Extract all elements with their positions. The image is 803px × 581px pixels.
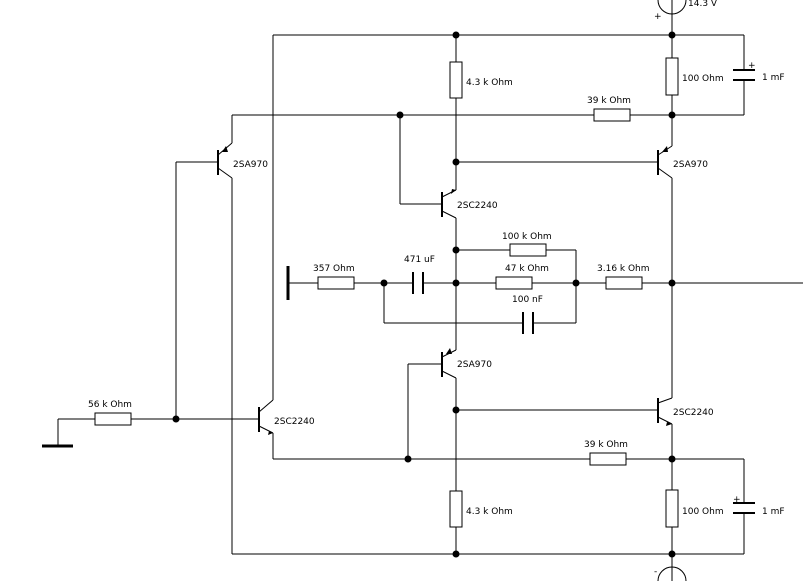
capacitor-top-label: 1 mF: [762, 73, 785, 83]
supply-negative: -: [654, 566, 687, 581]
capacitor-top-1mf: + 1 mF: [733, 61, 785, 83]
capacitor-100nf-label: 100 nF: [512, 295, 543, 305]
supply-negative-sign: -: [654, 567, 657, 577]
resistor-357: 357 Ohm: [313, 264, 355, 290]
resistor-bottom-100-label: 100 Ohm: [682, 507, 724, 517]
capacitor-bottom-polarity: +: [733, 495, 741, 505]
resistor-bottom-4k3: 4.3 k Ohm: [449, 490, 513, 528]
transistor-left-bottom-2sc2240: 2SC2240: [258, 399, 315, 435]
capacitor-bottom-1mf: + 1 mF: [733, 495, 785, 517]
capacitor-471uf-label: 471 uF: [404, 255, 435, 265]
transistor-right-bottom-label: 2SC2240: [673, 408, 714, 418]
resistor-bottom-4k3-label: 4.3 k Ohm: [466, 507, 513, 517]
resistor-top-4k3: 4.3 k Ohm: [449, 61, 513, 99]
transistor-left-top-2sa970: 2SA970: [217, 142, 268, 179]
resistor-bottom-39k: 39 k Ohm: [584, 440, 628, 466]
supply-positive-sign: +: [654, 12, 662, 22]
resistor-top-39k-label: 39 k Ohm: [587, 96, 631, 106]
resistor-bottom-39k-label: 39 k Ohm: [584, 440, 628, 450]
resistor-top-4k3-label: 4.3 k Ohm: [466, 78, 513, 88]
resistor-357-label: 357 Ohm: [313, 264, 355, 274]
resistor-47k: 47 k Ohm: [495, 264, 549, 290]
transistor-left-top-label: 2SA970: [233, 160, 268, 170]
resistor-top-100-label: 100 Ohm: [682, 74, 724, 84]
transistor-right-top-label: 2SA970: [673, 160, 708, 170]
resistor-47k-label: 47 k Ohm: [505, 264, 549, 274]
resistor-3k16: 3.16 k Ohm: [597, 264, 650, 290]
wires: [57, 0, 803, 581]
resistor-56k: 56 k Ohm: [88, 400, 132, 426]
capacitor-top-polarity: +: [748, 61, 756, 71]
resistor-bottom-100: 100 Ohm: [665, 489, 724, 528]
supply-positive-label: 14.3 V: [688, 0, 718, 9]
resistor-100k-label: 100 k Ohm: [502, 232, 552, 242]
transistor-mid-top-2sc2240: 2SC2240: [441, 189, 498, 219]
resistor-3k16-label: 3.16 k Ohm: [597, 264, 650, 274]
capacitor-bottom-label: 1 mF: [762, 507, 785, 517]
transistor-right-top-2sa970: 2SA970: [657, 145, 708, 179]
transistor-left-bottom-label: 2SC2240: [274, 417, 315, 427]
transistor-right-bottom-2sc2240: 2SC2240: [657, 397, 714, 426]
supply-positive: 14.3 V +: [654, 0, 718, 22]
transistor-mid-top-label: 2SC2240: [457, 201, 498, 211]
resistor-56k-label: 56 k Ohm: [88, 400, 132, 410]
resistor-top-39k: 39 k Ohm: [587, 96, 631, 122]
capacitor-100nf: 100 nF: [512, 295, 543, 334]
resistor-top-100: 100 Ohm: [665, 57, 724, 96]
resistor-100k: 100 k Ohm: [502, 232, 552, 257]
junction-dots: [172, 31, 676, 558]
capacitor-471uf: 471 uF: [404, 255, 435, 294]
transistor-mid-bottom-label: 2SA970: [457, 360, 492, 370]
transistor-mid-bottom-2sa970: 2SA970: [441, 348, 492, 379]
